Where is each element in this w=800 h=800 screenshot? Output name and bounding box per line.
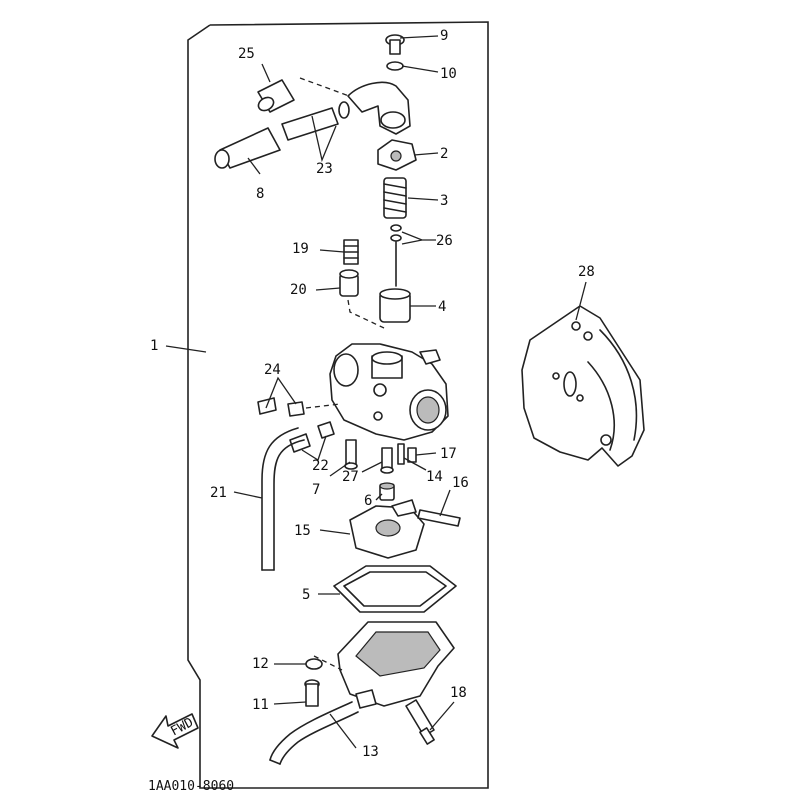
callout-5: 5 [302,587,310,603]
part-3-spring [383,177,407,219]
callout-1: 1 [150,338,158,354]
carburetor-body [329,343,449,441]
part-26-needle [390,224,402,287]
callout-4: 4 [438,299,446,315]
callout-16: 16 [452,475,469,491]
part-elbow-fitting [347,81,411,135]
assembly-frame [187,21,489,789]
part-7-jet [344,439,358,470]
part-11-screw [304,679,320,707]
callout-23: 23 [316,161,333,177]
callout-24: 24 [264,362,281,378]
callout-17: 17 [440,446,457,462]
figure-code: 1AA010-8060 [148,779,234,794]
part-6-main-jet [379,482,395,501]
part-15-float [349,499,425,559]
callout-12: 12 [252,656,269,672]
part-13-drain-hose [269,689,377,765]
float-bowl [313,621,455,707]
part-21-overflow-hose [261,427,305,571]
part-10-washer [386,61,404,71]
part-16-float-pin [417,509,461,527]
part-24-screws [257,397,341,417]
part-23-pipe [281,101,350,141]
callout-2: 2 [440,146,448,162]
callout-21: 21 [210,485,227,501]
callout-19: 19 [292,241,309,257]
part-12-washer [305,658,323,670]
callout-28: 28 [578,264,595,280]
part-4-throttle-valve [379,288,411,323]
callout-26: 26 [436,233,453,249]
part-27-jet [380,447,394,474]
part-18-drain-screw [405,699,435,745]
callout-9: 9 [440,28,448,44]
callout-11: 11 [252,697,269,713]
callout-14: 14 [426,469,443,485]
callout-labels: 1 2 3 4 5 6 7 8 9 10 11 12 13 14 15 16 1… [150,28,595,760]
part-2-cap-plate [377,139,417,171]
part-9-screw [385,34,405,55]
callout-15: 15 [294,523,311,539]
callout-10: 10 [440,66,457,82]
part-19-spring [343,239,359,265]
callout-18: 18 [450,685,467,701]
callout-20: 20 [290,282,307,298]
part-5-gasket [333,565,457,613]
callout-7: 7 [312,482,320,498]
callout-6: 6 [364,493,372,509]
part-8-tube [214,127,281,169]
part-17-screw [407,447,417,463]
callout-25: 25 [238,46,255,62]
part-14-pin [397,443,405,465]
part-28-cover [521,305,645,467]
callout-3: 3 [440,193,448,209]
callout-8: 8 [256,186,264,202]
part-20-fitting [339,269,385,329]
part-25-cap [257,77,361,113]
leader-lines [165,35,587,749]
part-22-screws [289,421,335,453]
callout-22: 22 [312,458,329,474]
callout-27: 27 [342,469,359,485]
callout-13: 13 [362,744,379,760]
fwd-arrow: FWD [151,713,199,749]
